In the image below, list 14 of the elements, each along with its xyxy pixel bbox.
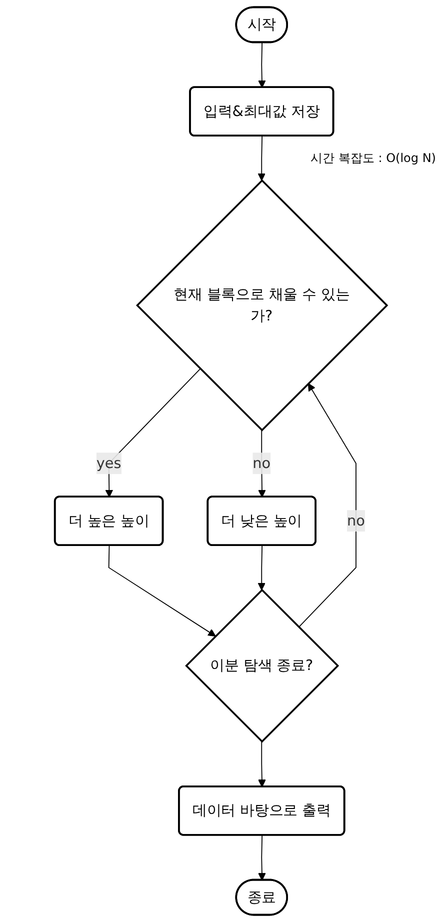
arrow [258, 136, 266, 181]
arrow [258, 834, 266, 881]
edge-label: no [252, 454, 271, 472]
arrow [298, 383, 357, 628]
arrow [258, 545, 266, 590]
arrow [258, 741, 266, 788]
arrow [108, 545, 216, 636]
edge-label: no [347, 512, 366, 529]
arrow [258, 42, 266, 88]
arrow [258, 430, 266, 498]
node-diamond: 이분 탐색 종료? [185, 588, 340, 743]
node-diamond: 현재 블록으로 채울 수 있는가? [136, 179, 388, 432]
edge-label: yes [96, 454, 122, 472]
note-text: 시간 복잡도 : O(log N) [310, 150, 436, 167]
